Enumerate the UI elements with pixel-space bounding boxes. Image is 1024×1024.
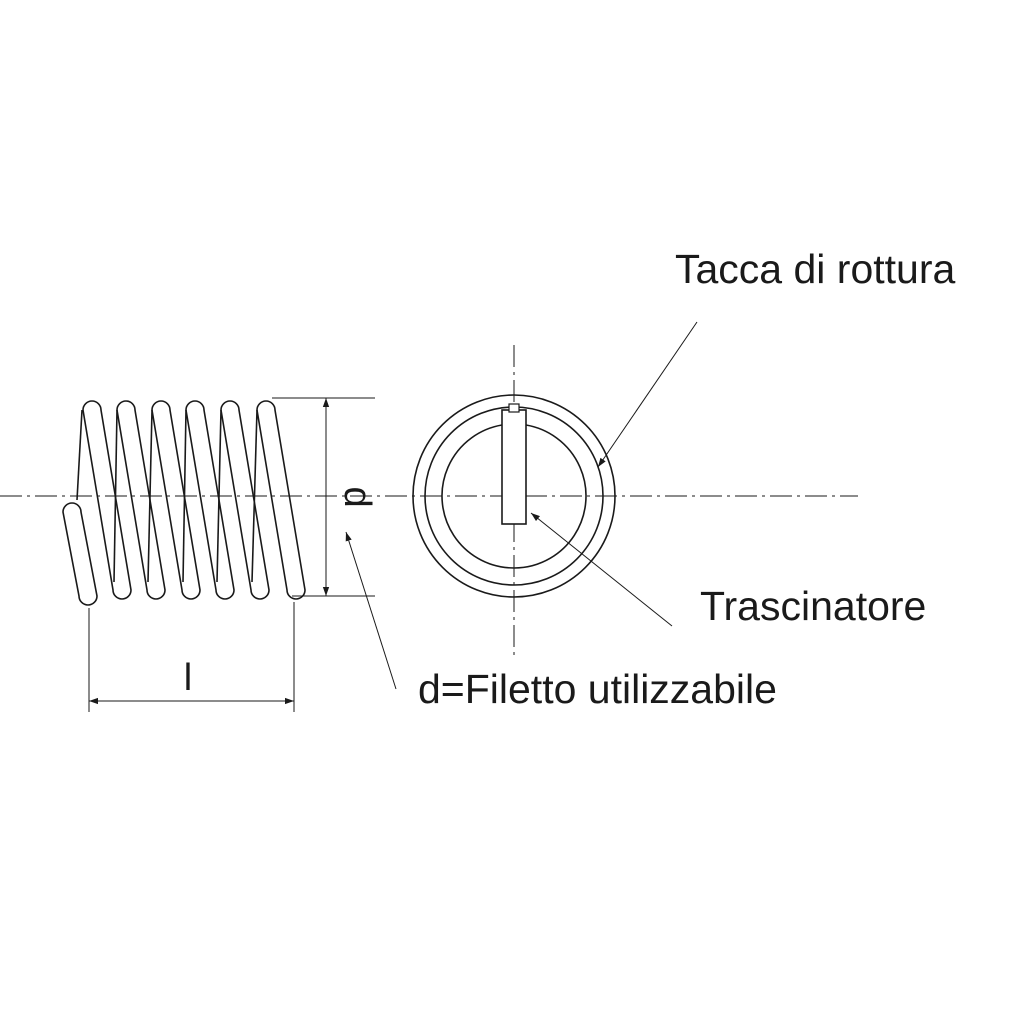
breaking-notch-leader <box>597 321 698 468</box>
coil-back-strand <box>182 409 187 583</box>
coil-loop <box>185 400 235 600</box>
coil-back-strand <box>251 409 258 583</box>
breaking-notch-label: Tacca di rottura <box>675 246 955 292</box>
thread-note-label: d=Filetto utilizzabile <box>418 666 777 712</box>
end-view <box>412 345 616 655</box>
coil-loop <box>256 400 306 600</box>
thread-note-leader <box>345 531 397 690</box>
outer-ring <box>412 394 616 598</box>
breaking-notch <box>508 403 520 413</box>
driver-label: Trascinatore <box>700 583 926 629</box>
coil-back-strand <box>76 409 83 501</box>
coil-loop <box>116 400 166 600</box>
coil-start-tail <box>62 502 98 606</box>
driver-tang <box>501 409 527 525</box>
length-dimension <box>88 602 295 712</box>
diameter-dimension <box>272 397 375 597</box>
driver-leader <box>530 512 673 627</box>
coil-loop <box>82 400 132 600</box>
coil-loop <box>151 400 201 600</box>
coil-back-strand <box>147 409 153 583</box>
coil-back-strand <box>113 409 118 583</box>
coil-loop <box>220 400 270 600</box>
length-symbol: l <box>184 657 192 699</box>
inner-ring <box>441 424 587 569</box>
coil-back-strand <box>216 409 222 583</box>
diameter-symbol: d <box>336 486 378 507</box>
coil-side-view <box>62 400 306 606</box>
